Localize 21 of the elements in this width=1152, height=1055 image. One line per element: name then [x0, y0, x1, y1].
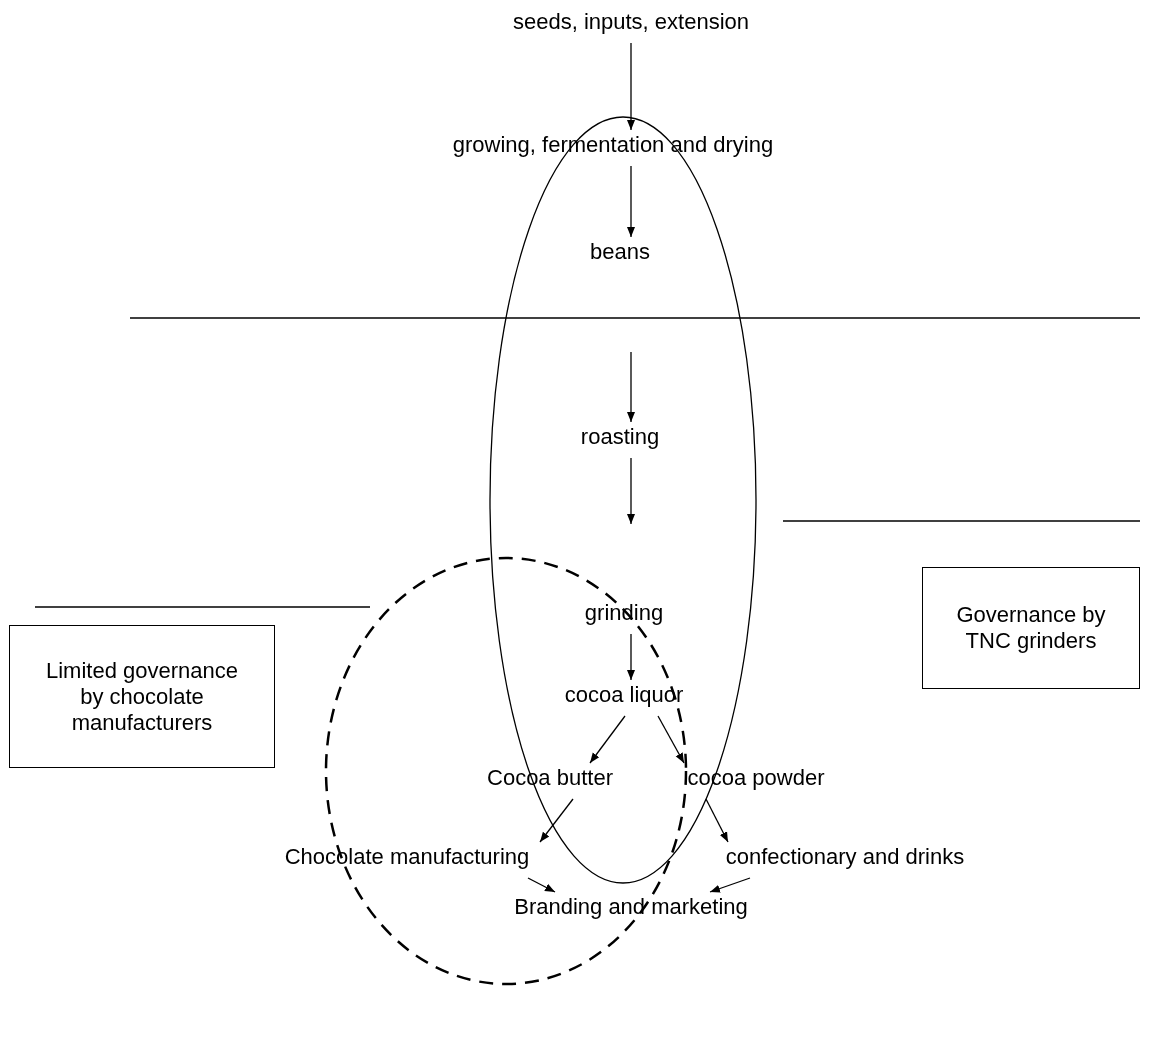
box-text: Governance by TNC grinders [955, 602, 1107, 654]
arrow [705, 798, 729, 843]
arrow [627, 351, 635, 423]
stage-label: Chocolate manufacturing [284, 844, 530, 870]
arrow [657, 715, 685, 764]
stage-label: roasting [580, 424, 660, 450]
arrow [589, 715, 626, 764]
arrow [527, 877, 556, 893]
stage-label: Branding and marketing [514, 894, 748, 920]
arrow [627, 633, 635, 681]
arrow [539, 798, 574, 843]
governance-box [9, 625, 275, 768]
arrow [709, 877, 751, 893]
box-text: Limited governance by chocolate manufacturers [45, 657, 239, 736]
governance-box [922, 567, 1140, 689]
stage-label: beans [590, 239, 650, 265]
arrow [627, 165, 635, 238]
stage-label: confectionary and drinks [725, 844, 965, 870]
stage-label: seeds, inputs, extension [513, 9, 749, 35]
arrow [627, 42, 635, 131]
arrow [627, 457, 635, 525]
